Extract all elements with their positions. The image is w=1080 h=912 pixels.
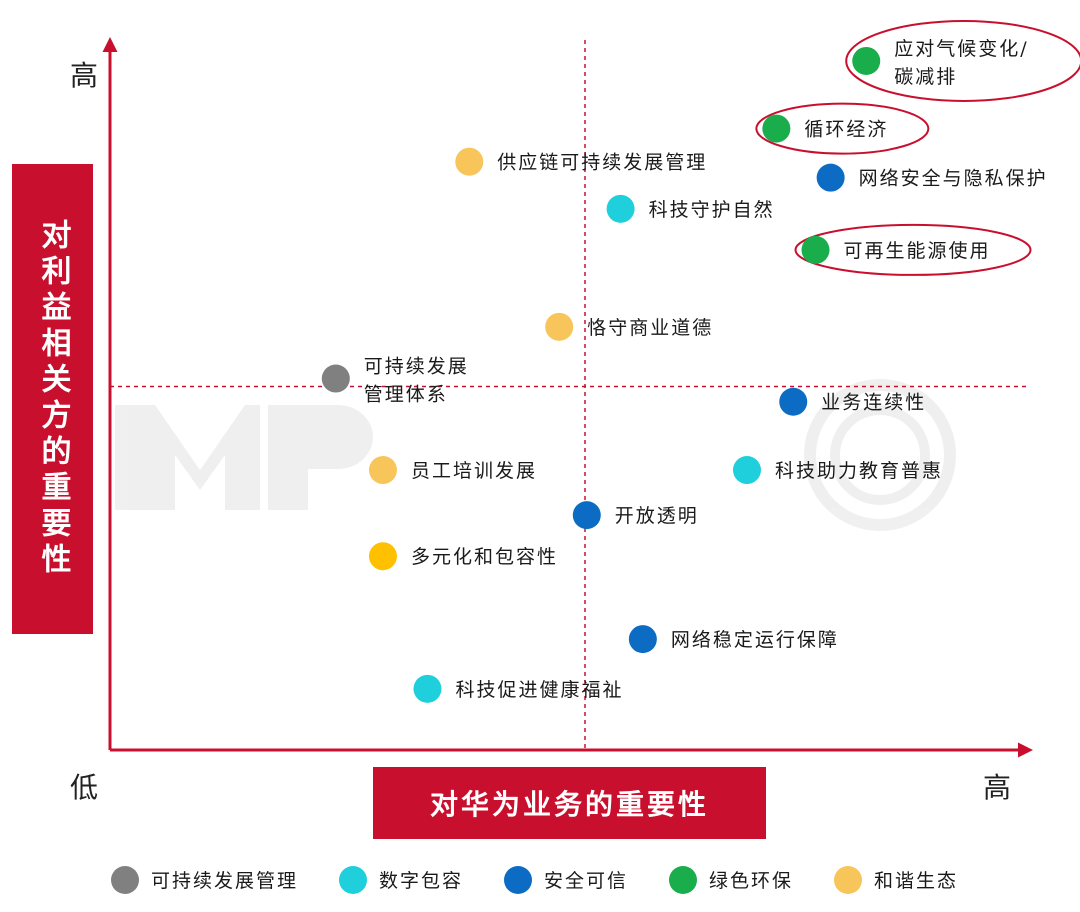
point-label-line2: 管理体系 (364, 384, 448, 406)
legend-item: 数字包容 (339, 866, 463, 894)
point-label: 网络安全与隐私保护 (859, 168, 1048, 190)
points-layer: 应对气候变化/碳减排循环经济供应链可持续发展管理网络安全与隐私保护科技守护自然可… (321, 19, 1080, 703)
point-marker (779, 387, 808, 416)
point-label: 科技促进健康福祉 (455, 679, 623, 701)
data-point: 员工培训发展 (368, 456, 537, 485)
x-axis-high-label: 高 (983, 771, 1011, 804)
highlight-ellipse (794, 223, 1032, 276)
data-point: 网络稳定运行保障 (628, 625, 839, 654)
point-marker (816, 163, 845, 192)
data-point: 多元化和包容性 (368, 542, 558, 571)
point-marker (545, 312, 574, 341)
legend: 可持续发展管理 数字包容 安全可信 绿色环保 和谐生态 (111, 866, 958, 894)
point-label: 开放透明 (615, 505, 699, 527)
point-label: 可再生能源使用 (844, 240, 991, 262)
point-label: 多元化和包容性 (411, 546, 558, 568)
data-point: 应对气候变化/碳减排 (845, 19, 1080, 102)
y-axis-high-label: 高 (70, 59, 98, 92)
legend-swatch (834, 866, 862, 894)
data-point: 科技促进健康福祉 (413, 674, 623, 703)
data-point: 科技助力教育普惠 (732, 456, 943, 485)
legend-label: 绿色环保 (709, 870, 793, 892)
point-label: 恪守商业道德 (587, 317, 713, 339)
x-axis-title: 对华为业务的重要性 (429, 788, 709, 821)
point-marker (572, 501, 601, 530)
point-label: 网络稳定运行保障 (671, 629, 839, 651)
y-axis-title-box: 对利益相关方的重要性 (12, 164, 93, 634)
point-label: 科技助力教育普惠 (775, 460, 943, 482)
data-point: 业务连续性 (779, 387, 926, 416)
legend-swatch (669, 866, 697, 894)
data-point: 供应链可持续发展管理 (455, 147, 707, 176)
legend-item: 安全可信 (504, 866, 628, 894)
point-label: 循环经济 (804, 119, 888, 141)
point-label: 科技守护自然 (649, 199, 775, 221)
highlight-ellipse (755, 102, 930, 155)
legend-item: 绿色环保 (669, 866, 793, 894)
legend-label: 安全可信 (544, 870, 628, 892)
point-marker (801, 235, 830, 264)
point-marker (762, 114, 791, 143)
point-marker (413, 674, 442, 703)
data-point: 可再生能源使用 (794, 223, 1032, 276)
data-point: 开放透明 (572, 501, 699, 530)
point-marker (368, 456, 397, 485)
point-label-line2: 碳减排 (894, 66, 957, 88)
data-point: 恪守商业道德 (545, 312, 713, 341)
point-label: 员工培训发展 (411, 460, 537, 482)
point-label: 可持续发展 (364, 356, 469, 378)
point-marker (606, 194, 635, 223)
legend-swatch (111, 866, 139, 894)
x-axis-title-box: 对华为业务的重要性 (373, 767, 766, 839)
point-marker (321, 364, 350, 393)
point-label: 应对气候变化/ (894, 38, 1028, 60)
watermark (115, 379, 956, 531)
legend-item: 可持续发展管理 (111, 866, 298, 894)
highlight-ellipse (845, 19, 1080, 102)
legend-label: 可持续发展管理 (151, 870, 298, 892)
point-label: 业务连续性 (821, 392, 926, 414)
y-axis-title: 对利益相关方的重要性 (35, 219, 71, 579)
data-point: 网络安全与隐私保护 (816, 163, 1048, 192)
legend-label: 数字包容 (379, 870, 463, 892)
legend-label: 和谐生态 (874, 870, 958, 892)
point-marker (732, 456, 761, 485)
legend-item: 和谐生态 (834, 866, 958, 894)
point-label: 供应链可持续发展管理 (497, 152, 707, 174)
point-marker (852, 46, 881, 75)
legend-swatch (504, 866, 532, 894)
point-marker (628, 625, 657, 654)
x-axis-low-label: 低 (70, 771, 98, 804)
legend-swatch (339, 866, 367, 894)
data-point: 循环经济 (755, 102, 930, 155)
point-marker (455, 147, 484, 176)
point-marker (368, 542, 397, 571)
data-point: 科技守护自然 (606, 194, 775, 223)
